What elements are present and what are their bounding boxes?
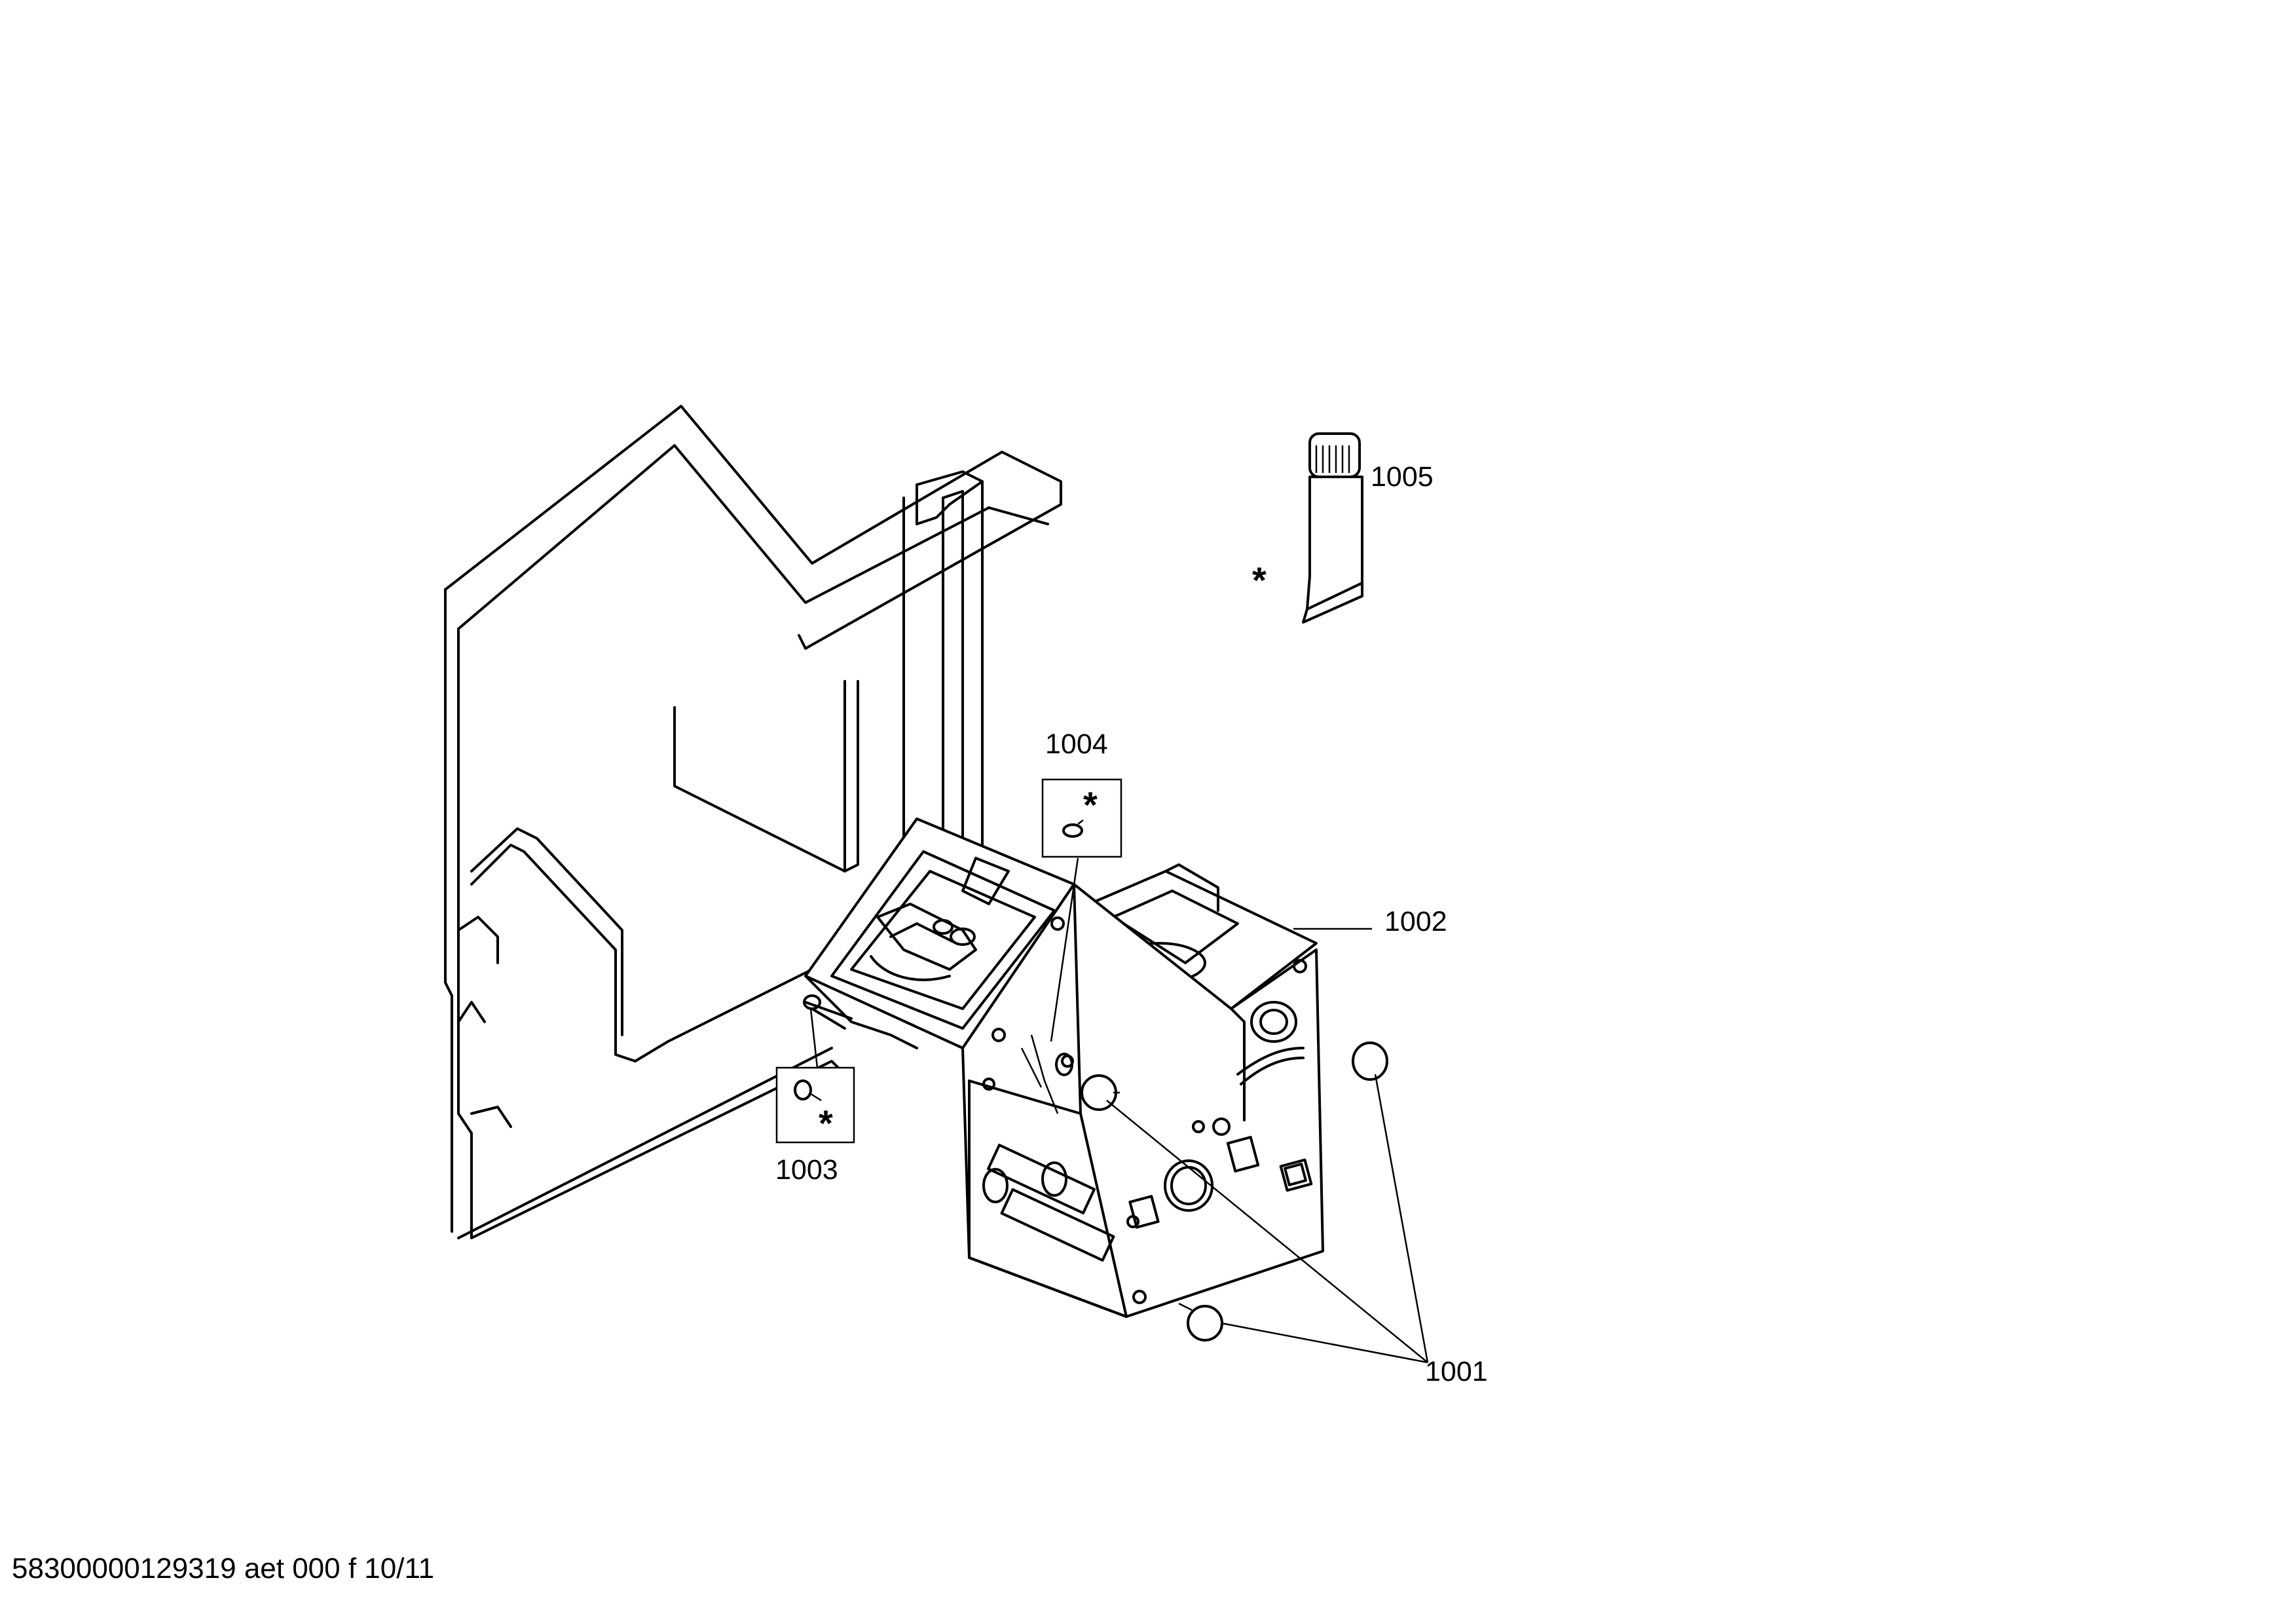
grease-tube-1005	[1302, 432, 1363, 624]
callout-1004: 1004	[1045, 728, 1108, 760]
callout-1005: 1005	[1371, 461, 1434, 493]
asterisk-mark-1004: *	[1083, 784, 1098, 825]
document-id-footer: 58300000129319 aet 000 f 10/11	[12, 1552, 435, 1585]
callout-1001: 1001	[1425, 1356, 1488, 1387]
callout-1002: 1002	[1384, 906, 1447, 937]
leader-lines	[809, 857, 1429, 1364]
o-ring-box-1003	[775, 1066, 855, 1144]
callout-1003: 1003	[775, 1154, 838, 1186]
o-ring-box-1004	[1041, 778, 1122, 858]
asterisk-mark-1005: *	[1252, 559, 1267, 601]
asterisk-mark-1003: *	[819, 1102, 833, 1144]
brew-unit-body	[803, 817, 1324, 1318]
